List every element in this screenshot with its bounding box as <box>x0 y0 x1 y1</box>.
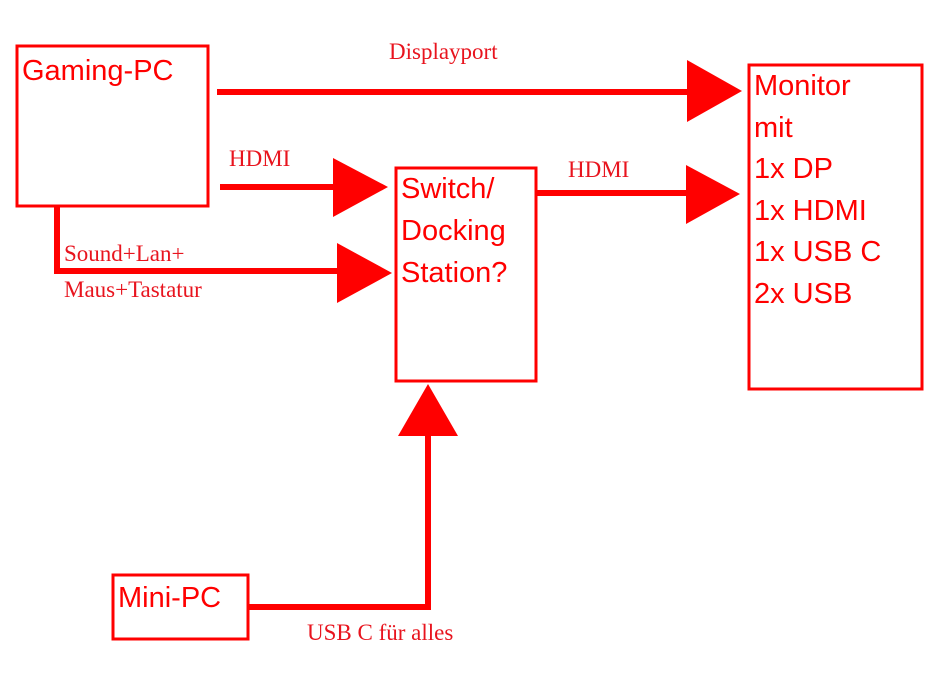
monitor-label-line: mit <box>754 112 793 144</box>
monitor-label-line: Monitor <box>754 70 851 102</box>
hdmi-out-label: HDMI <box>568 157 629 182</box>
usb-c-connector <box>248 425 431 610</box>
sound-lan-label: Sound+Lan+ Maus+Tastatur <box>64 241 202 302</box>
sound-lan-label-line: Maus+Tastatur <box>64 277 202 302</box>
switch-label-line: Docking <box>401 215 506 247</box>
sound-lan-connector <box>54 206 350 274</box>
switch-label: Switch/ Docking Station? <box>401 173 514 289</box>
gaming-pc-box <box>15 44 210 208</box>
hdmi-in-arrowhead <box>333 158 388 217</box>
sound-lan-arrowhead <box>337 243 392 303</box>
monitor-label: Monitor mit 1x DP 1x HDMI 1x USB C 2x US… <box>754 70 889 310</box>
monitor-label-line: 1x USB C <box>754 236 881 268</box>
switch-label-line: Switch/ <box>401 173 495 205</box>
gaming-pc-label: Gaming-PC <box>22 55 174 87</box>
usb-c-arrowhead <box>398 384 458 436</box>
mini-pc-label: Mini-PC <box>118 582 221 614</box>
switch-label-line: Station? <box>401 257 507 289</box>
usb-c-label: USB C für alles <box>307 620 453 645</box>
hdmi-in-label: HDMI <box>229 146 290 171</box>
monitor-label-line: 1x HDMI <box>754 195 867 227</box>
monitor-box <box>747 63 924 391</box>
gaming-pc-label-line: Gaming-PC <box>22 55 174 87</box>
switch-box <box>394 166 538 383</box>
displayport-label: Displayport <box>389 39 498 64</box>
sound-lan-label-line: Sound+Lan+ <box>64 241 185 266</box>
monitor-label-line: 1x DP <box>754 153 832 185</box>
monitor-label-line: 2x USB <box>754 278 852 310</box>
displayport-arrowhead <box>687 60 742 122</box>
mini-pc-label-line: Mini-PC <box>118 582 221 614</box>
hdmi-out-arrowhead <box>686 165 740 224</box>
